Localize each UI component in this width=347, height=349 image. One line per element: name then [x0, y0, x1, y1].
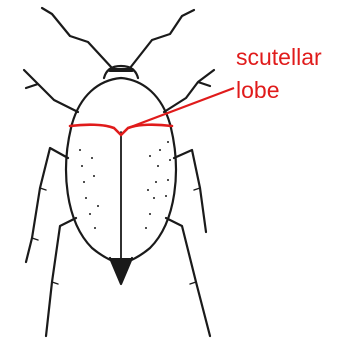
right-middle-leg — [174, 150, 206, 232]
left-elytron-outline — [66, 124, 121, 264]
left-hind-leg — [46, 218, 76, 336]
pygidium — [110, 258, 132, 284]
left-antenna — [42, 8, 112, 68]
right-elytron-outline — [121, 124, 176, 264]
callout-label-line1: scutellar — [236, 44, 322, 71]
right-hind-leg — [166, 218, 210, 336]
left-front-leg — [24, 70, 78, 112]
callout-leader-line — [128, 88, 234, 128]
right-antenna — [130, 10, 194, 68]
elytral-punctures — [79, 141, 171, 229]
scutellar-lobe-highlight — [70, 125, 172, 135]
callout-label-line2: lobe — [236, 77, 279, 104]
left-middle-leg — [26, 148, 68, 262]
